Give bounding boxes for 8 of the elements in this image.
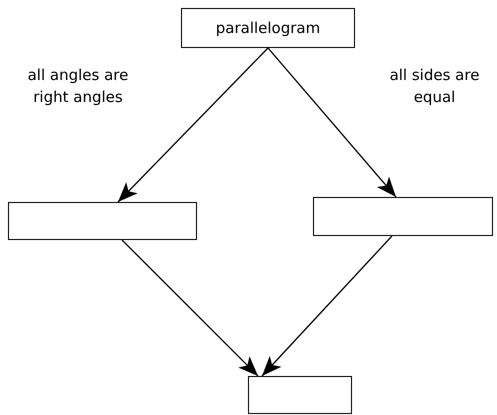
empty-box [313, 197, 493, 236]
empty-box [8, 202, 197, 240]
arrow [122, 240, 258, 376]
arrow [262, 236, 392, 376]
process-box: parallelogram [181, 8, 355, 48]
empty-box [248, 376, 352, 414]
arrow [118, 48, 268, 202]
arrow [268, 48, 396, 198]
